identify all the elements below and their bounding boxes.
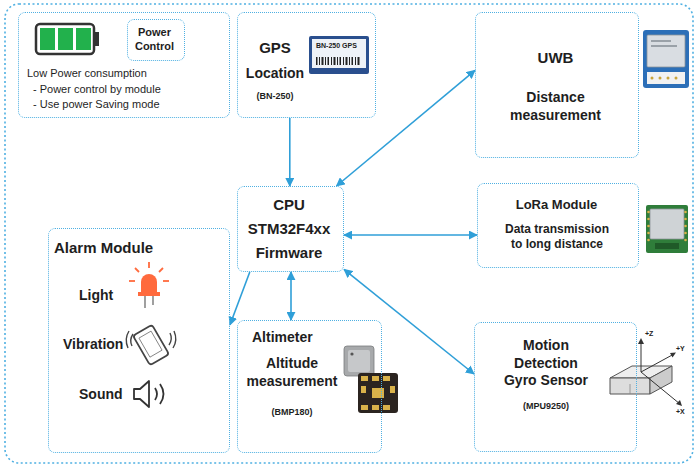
power-box: Low Power consumption - Power control by … bbox=[18, 12, 230, 118]
node-text: (BMP180) bbox=[244, 407, 340, 418]
alarm-box: Alarm ModuleLightVibrationSound bbox=[48, 228, 230, 453]
connector-arrow bbox=[230, 272, 250, 325]
gps-box: GPS Location (BN-250) bbox=[237, 12, 376, 118]
gps-module-image bbox=[309, 36, 369, 74]
node-text: Power Control bbox=[128, 26, 181, 54]
connector-arrow bbox=[344, 269, 474, 374]
cpu-box: CPU STM32F4xxFirmware bbox=[237, 186, 344, 272]
altimeter-box: AltimeterAltitude measurement (BMP180) bbox=[237, 320, 382, 453]
node-text: Altitude measurement bbox=[244, 355, 340, 390]
node-text: GPS bbox=[240, 39, 310, 58]
connector-arrow bbox=[289, 118, 291, 186]
gyro-axes-image bbox=[610, 338, 682, 406]
axis-label: +Y bbox=[676, 345, 685, 353]
lora-box: LoRa ModuleData transmission to long dis… bbox=[477, 183, 639, 268]
node-text: Low Power consumption bbox=[27, 67, 147, 81]
node-text: Distance measurement bbox=[490, 89, 621, 124]
outer-frame bbox=[5, 4, 693, 463]
battery-icon bbox=[36, 24, 99, 54]
connector-arrow bbox=[290, 272, 292, 320]
node-text: Data transmission to long distance bbox=[499, 222, 615, 252]
node-text: CPU bbox=[238, 196, 340, 215]
module-label: BN-250 GPS bbox=[316, 42, 357, 50]
node-text: Altimeter bbox=[252, 329, 313, 347]
connector-arrow bbox=[344, 234, 477, 236]
node-text: UWB bbox=[476, 49, 635, 68]
node-text: LoRa Module bbox=[478, 197, 635, 213]
node-text: Vibration bbox=[63, 336, 123, 354]
node-text: (BN-250) bbox=[240, 91, 310, 102]
power-control-box: Power Control bbox=[127, 19, 185, 61]
node-text: (MPU9250) bbox=[500, 401, 592, 412]
node-text: Sound bbox=[79, 386, 123, 404]
lora-chip-image bbox=[646, 205, 688, 253]
node-text: STM32F4xx bbox=[238, 220, 340, 239]
node-text: Motion Detection Gyro Sensor bbox=[500, 337, 592, 390]
motion-box: Motion Detection Gyro Sensor (MPU9250) bbox=[474, 322, 637, 452]
node-text: Location bbox=[240, 65, 310, 83]
speaker-icon bbox=[134, 381, 164, 407]
uwb-box: UWB Distance measurement bbox=[475, 12, 639, 158]
axis-label: +X bbox=[676, 408, 685, 416]
led-light-icon bbox=[129, 262, 169, 308]
node-text: Alarm Module bbox=[54, 239, 153, 258]
vibration-icon bbox=[126, 325, 176, 365]
node-text: Firmware bbox=[238, 244, 340, 263]
axis-label: +Z bbox=[645, 330, 653, 338]
connector-arrow bbox=[337, 70, 476, 186]
node-text: - Use power Saving mode bbox=[33, 98, 160, 112]
altimeter-sensor-image bbox=[344, 346, 398, 413]
uwb-module-image bbox=[643, 30, 689, 88]
node-text: Light bbox=[79, 287, 113, 305]
node-text: - Power control by module bbox=[33, 83, 161, 97]
